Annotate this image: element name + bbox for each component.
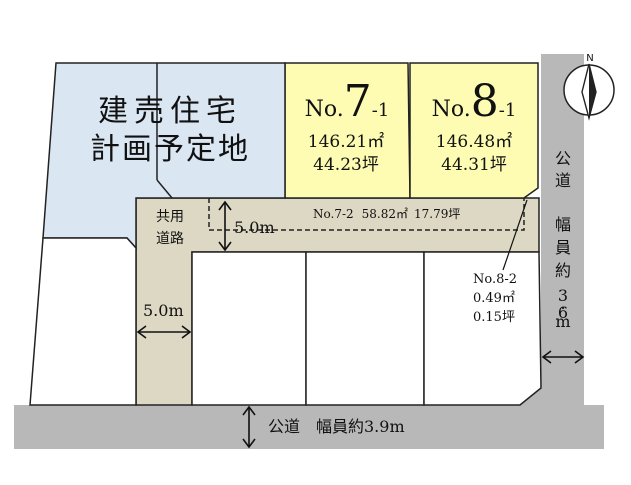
shared-road-width-horizontal: 5.0m: [234, 218, 275, 237]
lot-8-1-number: No.8-1: [432, 76, 517, 127]
lot-lower-1: [191, 251, 307, 406]
lot-8-2-label: No.8-2: [473, 272, 517, 287]
lot-7-1-area-tsubo: 44.23坪: [313, 155, 379, 175]
shared-road-width-vertical: 5.0m: [143, 301, 184, 320]
lot-7-1-number: No.7-1: [305, 76, 390, 127]
lot-lower-2: [305, 251, 425, 406]
strip-7-2-boundary: [208, 198, 525, 231]
right-road-char: 道: [555, 171, 571, 190]
lot-8-2-leader: [502, 199, 528, 271]
lot-8-1-area-tsubo: 44.31坪: [441, 155, 507, 175]
planned-area-line1: 建売住宅: [98, 94, 242, 129]
public-road-right-label: 公 道 幅 員 約 3 . 6 m: [555, 149, 571, 331]
lot-8-1-area-m2: 146.48㎡: [436, 132, 512, 152]
public-road-bottom: [14, 405, 604, 449]
right-road-char: 約: [555, 261, 571, 280]
lot-lower-3: [423, 251, 542, 406]
right-road-char: 公: [555, 149, 571, 168]
planned-area-divider-2: [156, 179, 173, 199]
lot-8-2-area-tsubo: 0.15坪: [473, 310, 515, 325]
right-road-char: 3: [558, 286, 568, 305]
lot-8-1: [409, 62, 539, 199]
dimension-arrow-bottom-road: [242, 405, 256, 449]
public-road-right: [520, 54, 584, 449]
lot-8-2-area-m2: 0.49㎡: [473, 291, 515, 306]
lot-7-1-area-m2: 146.21㎡: [308, 132, 384, 152]
right-road-char: 員: [555, 238, 571, 257]
right-road-char: .: [560, 294, 565, 313]
right-road-char: m: [555, 312, 570, 331]
compass-north-icon: N: [563, 53, 615, 121]
shared-road-label-line2: 道路: [156, 231, 184, 247]
dimension-arrow-horizontal: [136, 325, 192, 339]
compass-n-label: N: [586, 53, 593, 64]
shared-road-label-line1: 共用: [156, 209, 184, 225]
public-road-bottom-label: 公道 幅員約3.9m: [268, 417, 405, 436]
lot-left-white: [29, 237, 137, 406]
dimension-arrow-vertical: [218, 200, 232, 252]
right-road-char: 6: [558, 303, 568, 322]
planned-area-line2: 計画予定地: [90, 132, 250, 167]
dimension-arrow-right-road: [541, 350, 585, 364]
right-road-char: 幅: [555, 215, 571, 234]
